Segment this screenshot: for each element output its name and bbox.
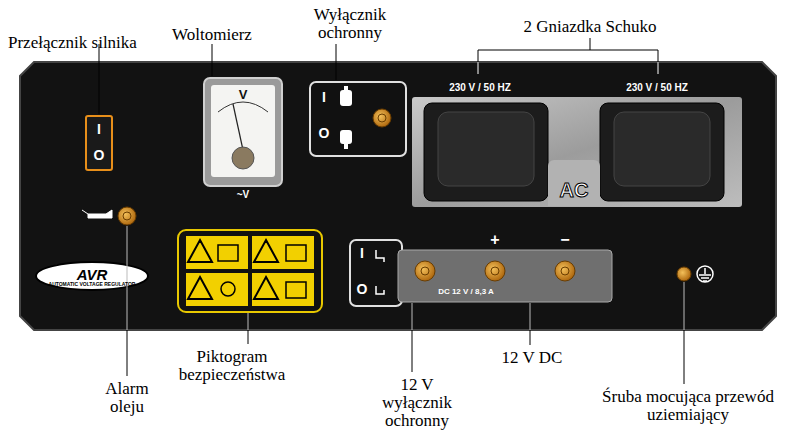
rating-text: DC 12 V / 8,3 A [438, 288, 494, 296]
meter-unit: ~V [237, 190, 250, 201]
node-title: AC [560, 166, 589, 200]
part-name: 2 Gniazdka Schuko [523, 18, 656, 36]
switch-mark: O [319, 126, 330, 141]
rating-text: 230 V / 50 HZ [449, 83, 511, 94]
switch-mark: I [360, 246, 364, 261]
part-name: 12 V DC [502, 349, 563, 367]
part-name: Śruba mocująca przewód uziemiający [598, 388, 778, 424]
part-name: Alarm oleju [87, 380, 167, 416]
switch-mark: I [97, 122, 101, 137]
part-name: Przełącznik silnika [8, 34, 137, 52]
switch-mark: O [94, 148, 105, 163]
part-name: Piktogram bezpieczeństwa [172, 348, 292, 384]
avr-logo: AVRAUTOMATIC VOLTAGE REGULATOR [40, 264, 144, 289]
node-title: AVR [77, 267, 108, 282]
part-name: Wyłącznik ochronny [295, 6, 405, 42]
meter-unit: V [239, 88, 248, 102]
switch-mark: O [357, 282, 368, 297]
polarity-mark: + [490, 232, 499, 249]
switch-mark: I [322, 90, 326, 105]
polarity-mark: − [560, 232, 569, 249]
ac-tab: AC [548, 160, 600, 206]
node-subtitle: AUTOMATIC VOLTAGE REGULATOR [49, 282, 136, 287]
part-name: Woltomierz [172, 26, 252, 44]
part-name: 12 V wyłącznik ochronny [367, 376, 467, 430]
rating-text: 230 V / 50 HZ [626, 83, 688, 94]
